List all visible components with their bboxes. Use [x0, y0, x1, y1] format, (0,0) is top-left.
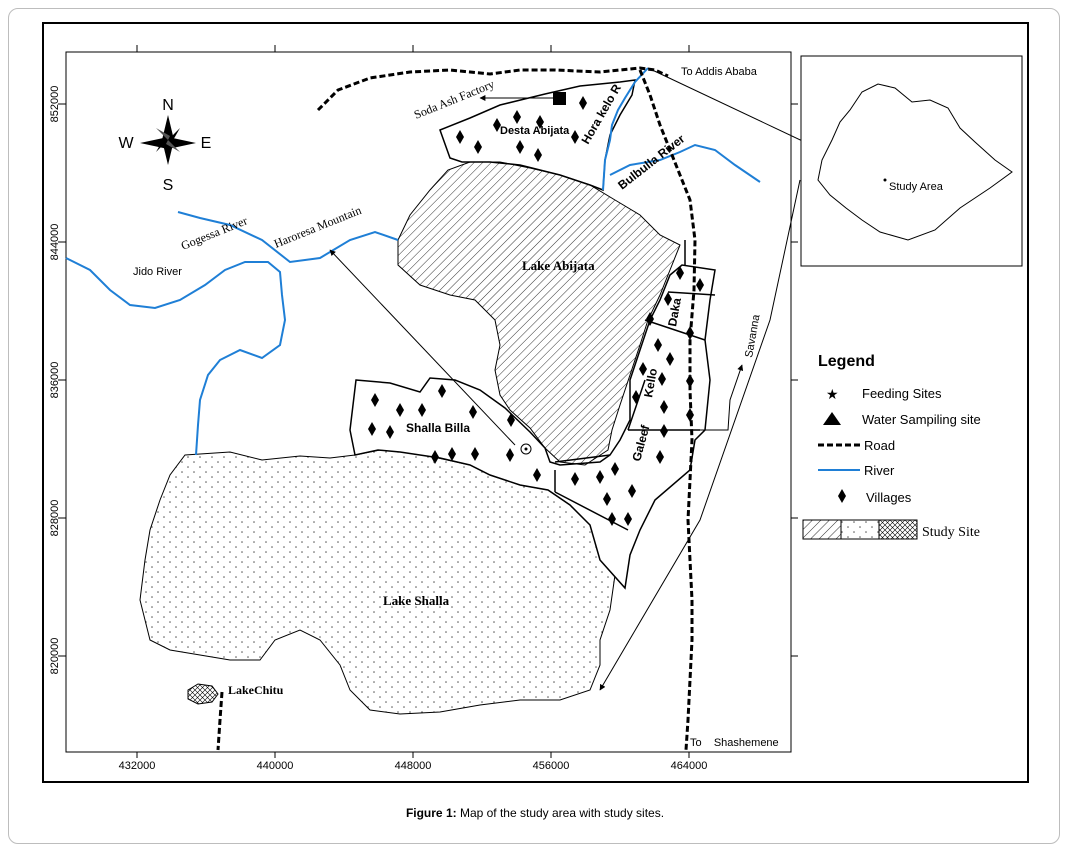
jido-river	[65, 257, 287, 456]
legend-water-sampling: Water Sampiling site	[862, 412, 981, 427]
gogessa-river	[177, 211, 399, 264]
y-tick-label: 836000	[49, 362, 61, 399]
rivers	[65, 67, 761, 456]
roads	[216, 66, 697, 751]
figure-text: Map of the study area with study sites.	[459, 806, 665, 820]
ethiopia-outline	[817, 83, 1013, 241]
feeding-site-marker	[520, 443, 532, 455]
legend-road: Road	[864, 438, 895, 453]
legend-river: River	[864, 463, 895, 478]
desta-abijata-label: Desta Abijata	[500, 125, 570, 137]
x-tick-label: 440000	[257, 760, 294, 772]
road-chitu	[216, 691, 224, 751]
study-site-south	[349, 264, 716, 590]
y-tick-label: 844000	[49, 224, 61, 261]
legend-feeding-sites: Feeding Sites	[862, 386, 942, 401]
to-addis-label: To Addis Ababa	[681, 66, 758, 78]
x-tick-label: 456000	[533, 760, 570, 772]
study-site-dots-swatch	[840, 519, 880, 540]
savanna-label: Savanna	[743, 313, 763, 359]
legend-title: Legend	[818, 353, 875, 370]
horakelo-river	[602, 67, 649, 191]
study-area-point	[883, 178, 887, 182]
kello-label: Kello	[641, 367, 660, 398]
y-tick-label: 820000	[49, 638, 61, 675]
bulbulla-river	[609, 143, 761, 183]
legend: Legend ★ Feeding Sites Water Sampiling s…	[802, 353, 981, 540]
bulbulla-label: Bulbulla River	[615, 131, 687, 192]
compass-w: W	[118, 135, 134, 152]
daka-label: Daka	[665, 297, 684, 328]
y-tick-label: 828000	[49, 500, 61, 537]
to-shashemene-label: To Shashemene	[690, 737, 779, 749]
study-area-label: Study Area	[889, 181, 944, 193]
villages	[368, 96, 704, 526]
y-tick-label: 852000	[49, 86, 61, 123]
soda-ash-factory-marker	[553, 92, 566, 105]
gogessa-river-label: Gogessa River	[179, 213, 249, 252]
map-panel-border	[65, 51, 792, 753]
x-tick-label: 448000	[395, 760, 432, 772]
compass-rose: N S E W	[118, 97, 211, 194]
village-icon	[838, 489, 846, 503]
haroresa-mountain-label: Haroresa Mountain	[272, 203, 363, 251]
shalla-billa-label: Shalla Billa	[406, 421, 470, 435]
x-tick-label: 432000	[119, 760, 156, 772]
jido-river-label: Jido River	[133, 266, 182, 278]
lake-abijata-label: Lake Abijata	[522, 258, 595, 273]
study-site-hatch-swatch	[802, 519, 842, 540]
lake-abijata	[397, 161, 681, 466]
lake-shalla-label: Lake Shalla	[383, 593, 450, 608]
axis-ticks	[58, 45, 798, 758]
triangle-icon	[823, 412, 841, 425]
study-site-cross-swatch	[878, 519, 918, 540]
star-icon: ★	[826, 386, 839, 402]
legend-study-site: Study Site	[922, 525, 980, 540]
road-south	[638, 69, 697, 751]
road-north	[316, 66, 669, 112]
compass-s: S	[163, 177, 174, 194]
lake-chitu	[187, 683, 219, 705]
compass-e: E	[201, 135, 212, 152]
x-tick-label: 464000	[671, 760, 708, 772]
compass-n: N	[162, 97, 174, 114]
lake-chitu-label: LakeChitu	[228, 683, 284, 697]
figure-caption: Figure 1: Map of the study area with stu…	[0, 806, 1070, 820]
map-frame	[42, 22, 1029, 783]
figure-number: Figure 1:	[405, 806, 457, 820]
page-frame	[8, 8, 1060, 844]
legend-villages: Villages	[866, 490, 912, 505]
